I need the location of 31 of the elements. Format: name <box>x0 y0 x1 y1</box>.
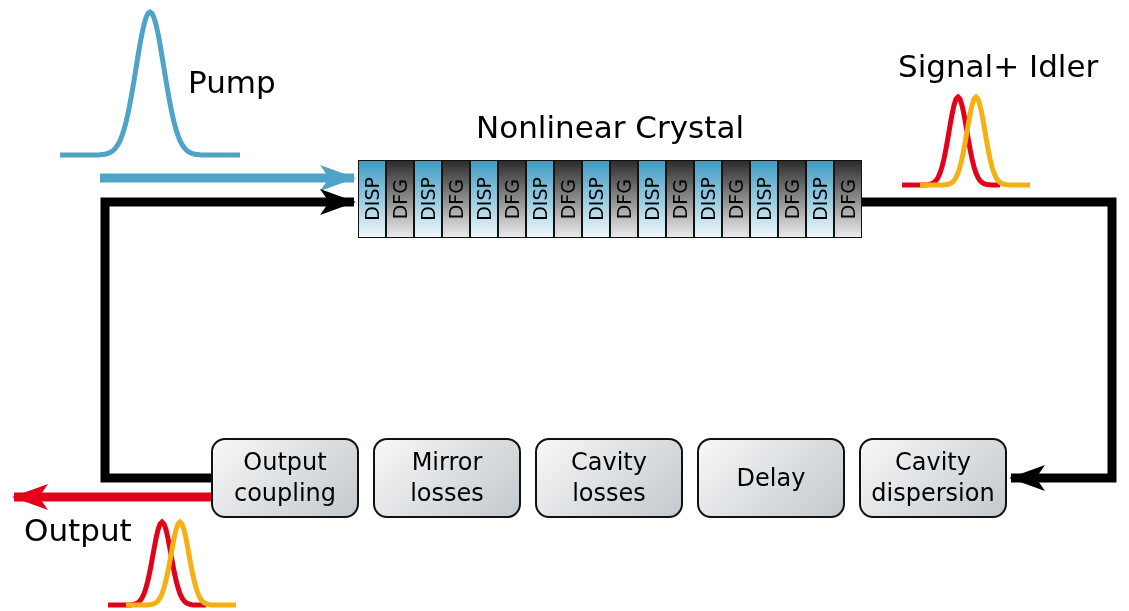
process-box: Cavity losses <box>535 438 683 518</box>
crystal-segment: DISP <box>750 160 778 238</box>
arrow <box>862 197 1117 491</box>
process-box: Delay <box>697 438 845 518</box>
crystal-segment: DFG <box>666 160 694 238</box>
process-box: Mirror losses <box>373 438 521 518</box>
crystal-segment: DFG <box>498 160 526 238</box>
process-box: Output coupling <box>211 438 359 518</box>
crystal-segment: DISP <box>694 160 722 238</box>
crystal-segment: DISP <box>470 160 498 238</box>
arrow <box>12 484 211 510</box>
crystal-segment: DFG <box>834 160 862 238</box>
process-box: Cavity dispersion <box>859 438 1007 518</box>
crystal-segment: DFG <box>610 160 638 238</box>
beam-label: Signal+ Idler <box>898 48 1099 84</box>
crystal-segment: DISP <box>582 160 610 238</box>
crystal-title: Nonlinear Crystal <box>475 109 745 145</box>
crystal-segment: DFG <box>442 160 470 238</box>
crystal-segment: DFG <box>722 160 750 238</box>
crystal-segment: DISP <box>638 160 666 238</box>
crystal-segment: DISP <box>526 160 554 238</box>
arrow <box>100 165 356 191</box>
crystal-segment: DISP <box>414 160 442 238</box>
crystal-segment: DISP <box>358 160 386 238</box>
crystal-segment: DFG <box>778 160 806 238</box>
crystal-segment: DISP <box>806 160 834 238</box>
crystal-segment: DFG <box>554 160 582 238</box>
beam-label: Pump <box>188 64 276 100</box>
arrow <box>100 189 356 483</box>
crystal-segment: DFG <box>386 160 414 238</box>
beam-label: Output <box>24 512 132 548</box>
